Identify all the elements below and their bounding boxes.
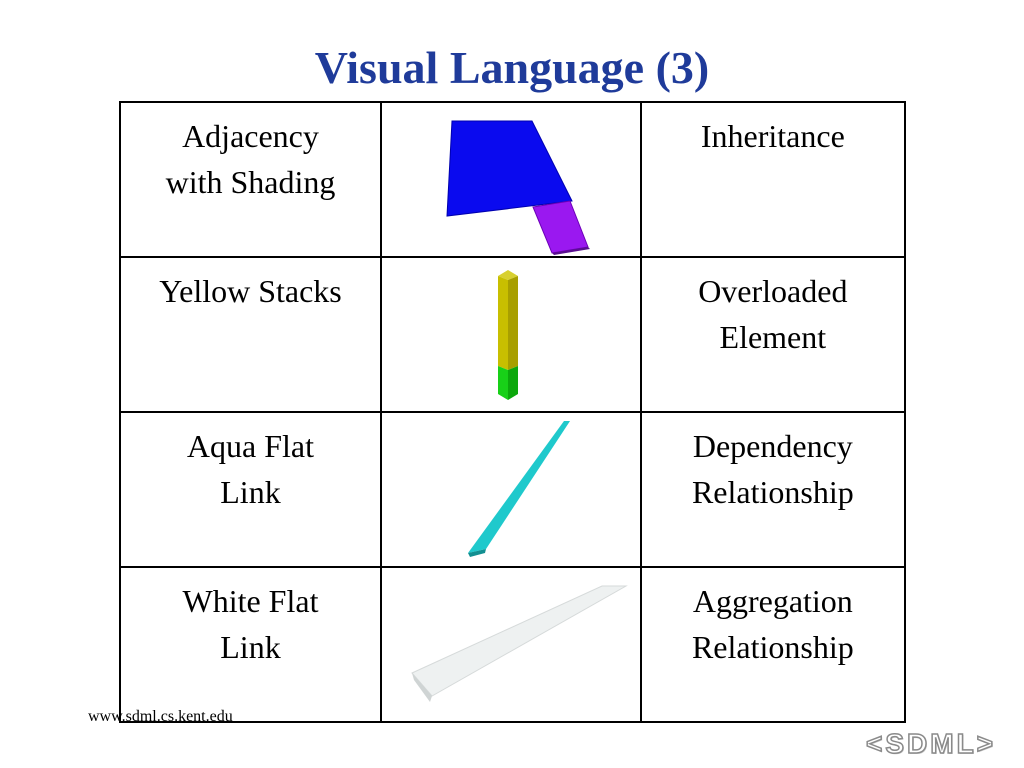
sdml-logo: <SDML> — [865, 727, 997, 760]
slide-title: Visual Language (3) — [314, 42, 710, 93]
purple-block-edge-shape — [551, 247, 590, 255]
element-label-line: Aqua Flat — [186, 428, 315, 464]
meaning-cell: Overloaded Element — [639, 256, 907, 413]
yellow-stack-top-shape — [497, 270, 518, 280]
element-label-line: with Shading — [165, 164, 336, 200]
element-label-line: Adjacency — [182, 118, 319, 154]
visual-language-table: Adjacency with Shading Inheritance Yello… — [119, 101, 907, 723]
white-link-edge-shape — [411, 673, 432, 702]
glyph-cell — [379, 101, 642, 258]
green-base-front-shape — [497, 366, 508, 400]
meaning-cell: Aggregation Relationship — [639, 566, 907, 723]
table-row: Aqua Flat Link Dependency Relationship — [119, 411, 907, 568]
aqua-link-edge-shape — [467, 549, 486, 557]
aqua-link-top-shape — [467, 421, 570, 553]
yellow-stack-glyph — [497, 270, 518, 400]
element-cell: Yellow Stacks — [119, 256, 382, 413]
yellow-stack-side-shape — [507, 276, 518, 370]
element-cell: White Flat Link — [119, 566, 382, 723]
element-cell: Aqua Flat Link — [119, 411, 382, 568]
element-label-line: Yellow Stacks — [159, 273, 342, 309]
footer-url: www.sdml.cs.kent.edu — [88, 708, 233, 725]
purple-block-shape — [532, 200, 589, 254]
element-label-line: Link — [220, 474, 281, 510]
meaning-label-line: Dependency — [692, 428, 853, 464]
meaning-label-line: Aggregation — [692, 583, 853, 619]
meaning-label-line: Inheritance — [700, 118, 845, 154]
element-label-line: Link — [220, 629, 281, 665]
blue-block-shape — [446, 120, 573, 217]
meaning-label-line: Relationship — [691, 629, 854, 665]
table-row: Adjacency with Shading Inheritance — [119, 101, 907, 258]
element-cell: Adjacency with Shading — [119, 101, 382, 258]
glyph-cell — [379, 256, 642, 413]
green-base-side-shape — [507, 366, 518, 400]
glyph-cell — [379, 566, 642, 723]
meaning-cell: Inheritance — [639, 101, 907, 258]
glyph-cell — [379, 411, 642, 568]
adjacency-shading-glyph — [446, 120, 590, 255]
table-row: Yellow Stacks Overloaded Element — [119, 256, 907, 413]
element-label-line: White Flat — [182, 583, 319, 619]
meaning-cell: Dependency Relationship — [639, 411, 907, 568]
table-row: White Flat Link Aggregation Relationship — [119, 566, 907, 723]
white-flat-link-glyph — [411, 585, 628, 702]
meaning-label-line: Element — [719, 319, 827, 355]
meaning-label-line: Overloaded — [698, 273, 848, 309]
meaning-label-line: Relationship — [691, 474, 854, 510]
yellow-stack-front-shape — [497, 276, 508, 370]
white-link-top-shape — [411, 585, 628, 697]
aqua-flat-link-glyph — [467, 421, 570, 557]
